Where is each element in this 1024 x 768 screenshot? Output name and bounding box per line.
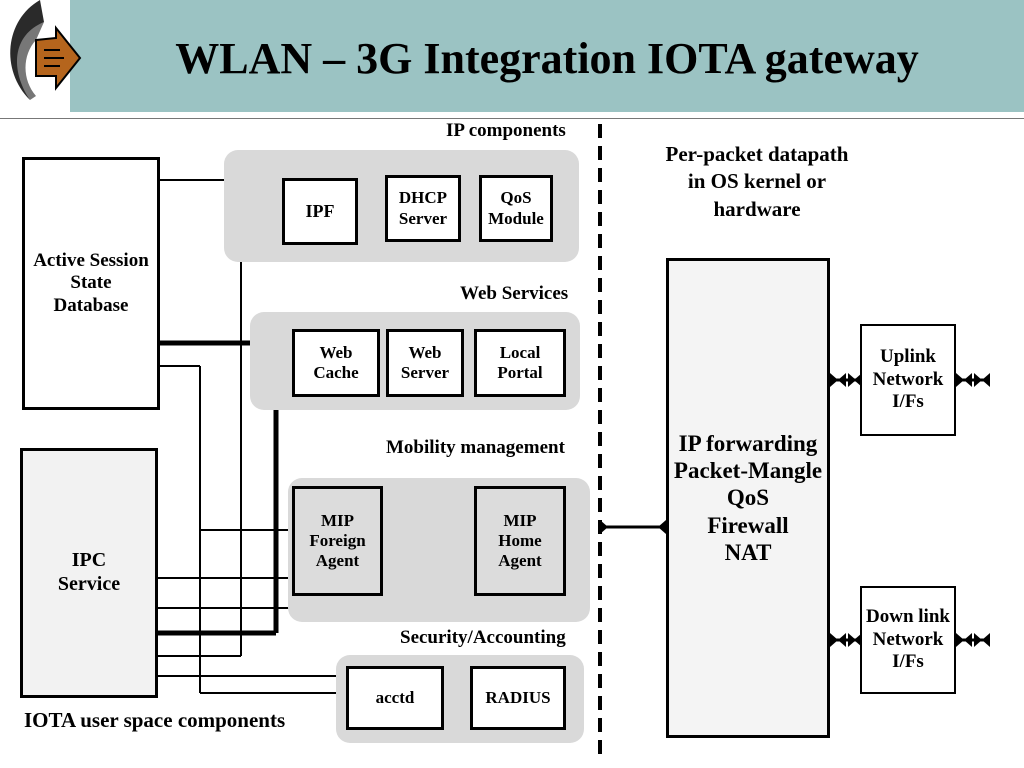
uplink-network-ifs-box: Uplink Network I/Fs: [860, 324, 956, 436]
per-packet-datapath-label: Per-packet datapath in OS kernel or hard…: [665, 142, 849, 221]
mip-home-agent-box: MIP Home Agent: [474, 486, 566, 596]
security-accounting-label: Security/Accounting: [400, 627, 566, 648]
slide-title: WLAN – 3G Integration IOTA gateway: [175, 33, 919, 83]
active-session-state-database-box: Active Session State Database: [22, 157, 160, 410]
web-services-label: Web Services: [460, 283, 569, 304]
web-cache-box: Web Cache: [292, 329, 380, 397]
mip-foreign-agent-box: MIP Foreign Agent: [292, 486, 383, 596]
title-bar: WLAN – 3G Integration IOTA gateway: [70, 0, 1024, 112]
dhcp-server-box: DHCP Server: [385, 175, 461, 242]
mobility-management-label: Mobility management: [386, 437, 565, 458]
qos-module-box: QoS Module: [479, 175, 553, 242]
web-server-box: Web Server: [386, 329, 464, 397]
ip-components-label: IP components: [446, 120, 566, 141]
ipc-service-box: IPC Service: [20, 448, 158, 698]
downlink-network-ifs-box: Down link Network I/Fs: [860, 586, 956, 694]
ip-forwarding-box: IP forwarding Packet-Mangle QoS Firewall…: [666, 258, 830, 738]
title-rule: [0, 118, 1024, 119]
acctd-box: acctd: [346, 666, 444, 730]
curved-arrow-logo-icon: [10, 0, 82, 100]
iota-user-space-label: IOTA user space components: [24, 708, 286, 732]
radius-box: RADIUS: [470, 666, 566, 730]
local-portal-box: Local Portal: [474, 329, 566, 397]
ipf-box: IPF: [282, 178, 358, 245]
